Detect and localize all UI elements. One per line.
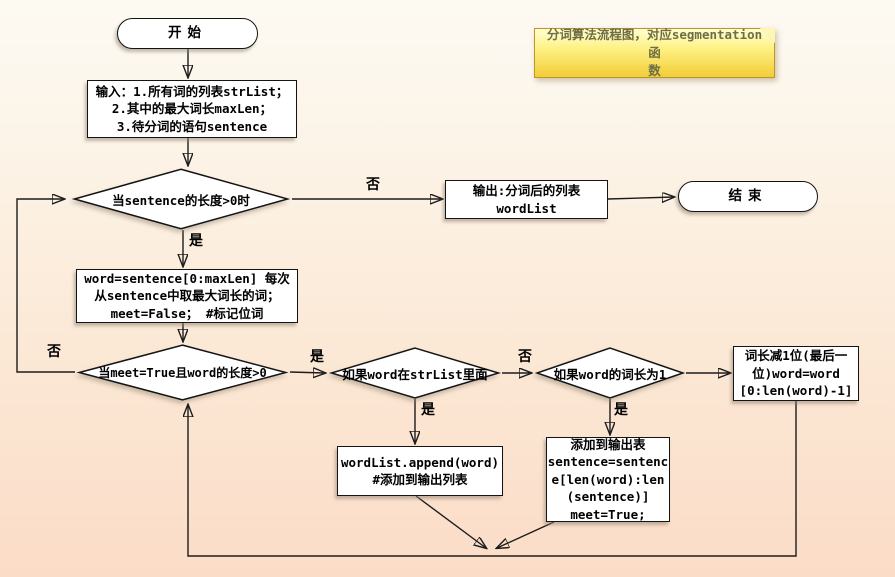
advance-sentence-step: 添加到输出表 sentence=sentenc e[len(word):len … <box>546 436 670 522</box>
diamond-shape <box>75 344 290 401</box>
start-terminal: 开始 <box>117 18 258 49</box>
decision-word-length-one: 如果word的词长为1 <box>534 347 686 399</box>
edge-label-yes: 是 <box>189 233 203 249</box>
edge-label-no: 否 <box>47 344 61 360</box>
edge-label-yes: 是 <box>614 402 628 418</box>
decision-word-in-strlist: 如果word在strList里面 <box>328 347 502 399</box>
output-step: 输出:分词后的列表 wordList <box>445 180 608 219</box>
decision-word-in-strlist-text: 如果word在strList里面 <box>342 366 488 382</box>
note-text: 分词算法流程图，对应segmentation函 数 <box>534 28 775 78</box>
edge-label-no: 否 <box>518 349 532 365</box>
decision-sentence-length: 当sentence的长度>0时 <box>70 168 292 230</box>
end-terminal: 结束 <box>678 181 818 212</box>
take-word-step: word=sentence[0:maxLen] 每次 从sentence中取最大… <box>76 269 298 323</box>
edge-label-no: 否 <box>366 177 380 193</box>
input-step: 输入：1.所有词的列表strList； 2.其中的最大词长maxLen； 3.待… <box>87 80 297 138</box>
note-fold-corner <box>760 28 775 43</box>
decision-meet-flag-text: 当meet=True且word的长度>0 <box>98 366 267 380</box>
edge-label-yes: 是 <box>421 402 435 418</box>
decision-meet-flag: 当meet=True且word的长度>0 <box>75 344 290 401</box>
decision-word-length-one-text: 如果word的词长为1 <box>553 366 667 382</box>
diamond-shape <box>534 347 686 399</box>
decision-sentence-length-text: 当sentence的长度>0时 <box>112 192 250 208</box>
edge-label-yes: 是 <box>310 349 324 365</box>
append-word-step: wordList.append(word) #添加到输出列表 <box>337 446 503 496</box>
diamond-shape <box>328 347 502 399</box>
shorten-word-step: 词长减1位(最后一 位)word=word [0:len(word)-1] <box>733 346 859 401</box>
diamond-shape <box>70 168 292 230</box>
note: 分词算法流程图，对应segmentation函 数 <box>534 28 775 78</box>
